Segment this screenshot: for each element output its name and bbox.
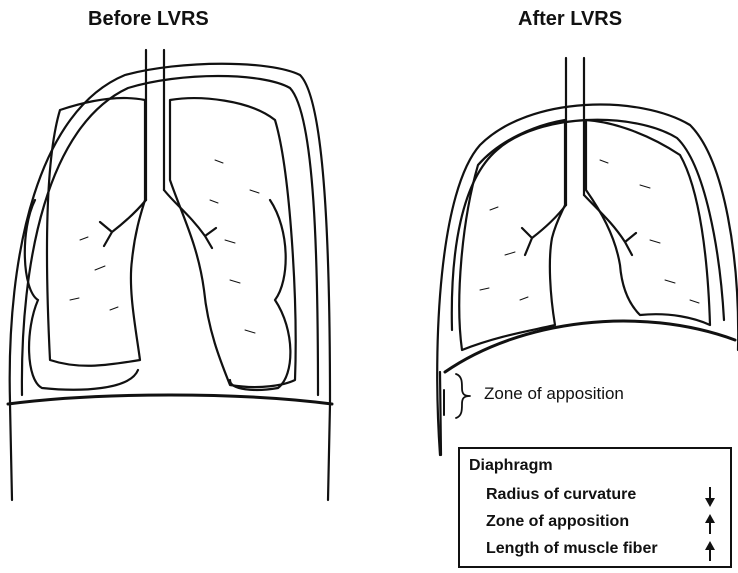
down-arrow-icon xyxy=(704,486,716,508)
diaphragm-legend: Diaphragm Radius of curvature Zone of ap… xyxy=(458,447,732,568)
zone-of-apposition-label: Zone of apposition xyxy=(484,384,624,404)
legend-length-of-muscle-fiber: Length of muscle fiber xyxy=(486,540,658,558)
up-arrow-icon xyxy=(704,540,716,562)
after-diaphragm xyxy=(445,321,735,372)
before-diaphragm xyxy=(8,395,332,404)
before-bullae-right xyxy=(230,200,290,390)
before-bullae-left xyxy=(25,200,138,390)
up-arrow-icon xyxy=(704,513,716,535)
legend-radius-of-curvature: Radius of curvature xyxy=(486,486,636,504)
before-chest xyxy=(8,50,332,500)
before-trachea xyxy=(146,50,164,200)
after-right-lung xyxy=(586,120,710,325)
after-trachea xyxy=(566,58,584,205)
after-abdomen xyxy=(440,372,441,455)
legend-zone-of-apposition: Zone of apposition xyxy=(486,513,629,531)
before-left-lung xyxy=(47,98,145,366)
before-bronchi xyxy=(100,190,216,248)
legend-title: Diaphragm xyxy=(469,457,553,475)
zone-of-apposition-brace xyxy=(456,374,470,418)
before-abdomen xyxy=(10,404,330,500)
after-left-lung xyxy=(459,120,565,350)
after-bronchi xyxy=(522,195,636,255)
